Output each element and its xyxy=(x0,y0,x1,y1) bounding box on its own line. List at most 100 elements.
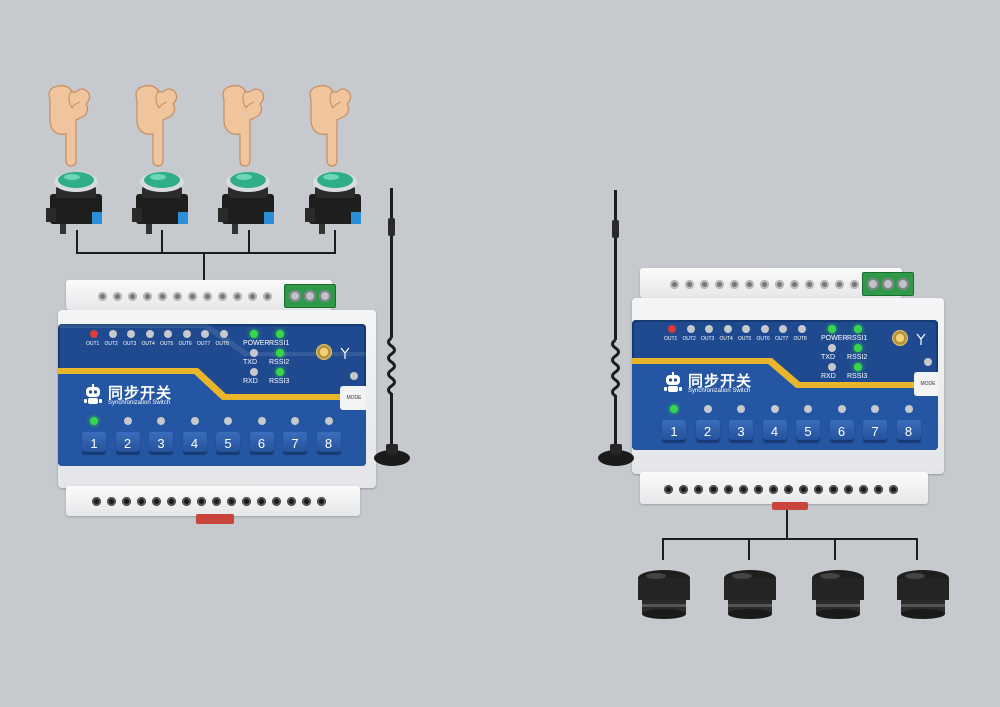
terminal-hole xyxy=(317,497,326,506)
power-terminal xyxy=(862,272,914,296)
txd-label: TXD xyxy=(821,354,835,361)
channel-3-button[interactable]: 3 xyxy=(729,420,753,442)
channel-6-button[interactable]: 6 xyxy=(249,432,274,454)
channel-3-led xyxy=(737,405,745,413)
terminal-hole xyxy=(694,485,703,494)
terminal-hole xyxy=(137,497,146,506)
channel-3-led xyxy=(157,417,165,425)
robot-logo-icon xyxy=(82,384,104,406)
terminal-hole xyxy=(775,280,784,289)
pointing-hand-icon xyxy=(218,82,268,168)
wire xyxy=(916,538,918,560)
channel-5-led xyxy=(224,417,232,425)
terminal-hole xyxy=(829,485,838,494)
channel-7-button[interactable]: 7 xyxy=(283,432,307,454)
rssi1-label: RSSI1 xyxy=(269,340,290,347)
brand-name: 同步开关 xyxy=(108,385,173,402)
channel-5-led xyxy=(804,405,812,413)
out4-label: OUT4 xyxy=(719,336,733,342)
channel-8-led xyxy=(904,405,913,413)
out7-led xyxy=(201,330,209,338)
out5-label: OUT5 xyxy=(160,341,174,347)
terminal-hole xyxy=(218,292,227,301)
wire xyxy=(748,538,750,560)
out6-label: OUT6 xyxy=(756,336,770,342)
out7-label: OUT7 xyxy=(775,336,789,342)
out1-led xyxy=(668,325,676,333)
brand-subtitle: Synchronization Switch xyxy=(108,400,171,406)
terminal-hole xyxy=(98,292,107,301)
channel-4-button[interactable]: 4 xyxy=(182,432,207,454)
channel-8-button[interactable]: 8 xyxy=(316,432,341,454)
robot-logo-icon xyxy=(662,372,684,394)
terminal-hole xyxy=(760,280,769,289)
rssi3-led xyxy=(276,368,284,376)
terminal-hole xyxy=(113,292,122,301)
mode-led xyxy=(924,358,932,366)
terminal-hole xyxy=(724,485,733,494)
channel-8-led xyxy=(324,417,333,425)
terminal-hole xyxy=(143,292,152,301)
terminal-hole xyxy=(664,485,673,494)
terminal-hole xyxy=(790,280,799,289)
output-lamp-icon xyxy=(720,568,780,620)
channel-5-button[interactable]: 5 xyxy=(216,432,240,454)
terminal-hole xyxy=(730,280,739,289)
wire xyxy=(76,230,78,254)
green-pushbutton-icon xyxy=(132,168,192,238)
channel-6-button[interactable]: 6 xyxy=(829,420,854,442)
green-pushbutton-icon xyxy=(46,168,106,238)
out8-label: OUT8 xyxy=(793,336,807,342)
channel-1-button[interactable]: 1 xyxy=(82,432,106,454)
terminal-hole xyxy=(167,497,176,506)
channel-6-led xyxy=(837,405,846,413)
out6-label: OUT6 xyxy=(178,341,192,347)
out8-led xyxy=(797,325,806,333)
channel-2-button[interactable]: 2 xyxy=(115,432,140,454)
wire xyxy=(161,230,163,254)
channel-8-button[interactable]: 8 xyxy=(896,420,921,442)
terminal-hole xyxy=(850,280,859,289)
out1-label: OUT1 xyxy=(86,341,100,347)
channel-7-button[interactable]: 7 xyxy=(863,420,887,442)
terminal-hole xyxy=(670,280,679,289)
out8-led xyxy=(219,330,228,338)
rssi1-label: RSSI1 xyxy=(847,335,868,342)
pointing-hand-icon xyxy=(44,82,94,168)
mode-button[interactable]: MODE xyxy=(340,386,366,410)
channel-4-button[interactable]: 4 xyxy=(762,420,787,442)
rssi3-label: RSSI3 xyxy=(269,378,290,385)
terminal-hole xyxy=(212,497,221,506)
green-pushbutton-icon xyxy=(218,168,278,238)
terminal-hole xyxy=(769,485,778,494)
power-terminal xyxy=(284,284,336,308)
out4-label: OUT4 xyxy=(141,341,155,347)
mode-button[interactable]: MODE xyxy=(914,372,938,396)
terminal-hole xyxy=(302,497,311,506)
terminal-hole xyxy=(107,497,116,506)
channel-5-button[interactable]: 5 xyxy=(796,420,820,442)
output-lamp-icon xyxy=(808,568,868,620)
terminal-hole xyxy=(805,280,814,289)
terminal-hole xyxy=(122,497,131,506)
antenna-right xyxy=(598,190,634,466)
power-led xyxy=(250,330,258,338)
out6-led xyxy=(760,325,769,333)
power-led xyxy=(828,325,836,333)
channel-3-button[interactable]: 3 xyxy=(149,432,173,454)
out1-led xyxy=(90,330,98,338)
din-rail-clip xyxy=(196,514,234,524)
pointing-hand-icon xyxy=(131,82,181,168)
channel-2-button[interactable]: 2 xyxy=(695,420,720,442)
terminal-hole xyxy=(739,485,748,494)
channel-1-button[interactable]: 1 xyxy=(662,420,686,442)
brand-name: 同步开关 xyxy=(688,373,753,390)
channel-4-led xyxy=(770,405,779,413)
mode-led xyxy=(350,372,358,380)
terminal-hole xyxy=(820,280,829,289)
out3-label: OUT3 xyxy=(123,341,137,347)
power-label: POWER xyxy=(821,335,848,342)
terminal-hole xyxy=(835,280,844,289)
